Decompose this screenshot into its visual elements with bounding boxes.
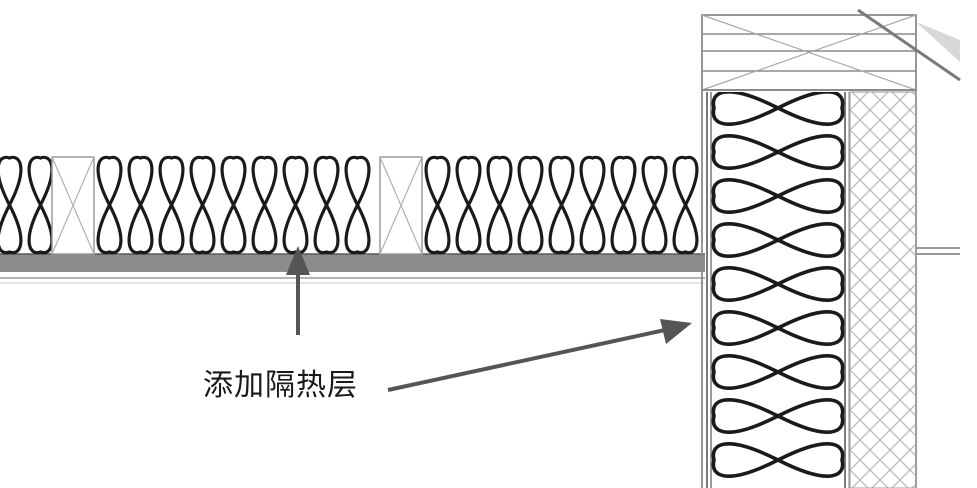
- insulation-loop: [610, 155, 637, 255]
- insulation-loop: [313, 155, 340, 255]
- insulation-loop: [158, 155, 185, 255]
- roof-edge: [857, 8, 961, 82]
- insulation-loop: [711, 354, 845, 390]
- insulation-loop: [96, 155, 123, 255]
- insulation-loop: [711, 222, 845, 258]
- insulation-loop: [0, 155, 23, 255]
- insulation-loop: [711, 178, 845, 214]
- insulation-loop: [344, 155, 371, 255]
- wall-insulation-batts: [711, 92, 845, 478]
- insulation-loop: [711, 266, 845, 302]
- arrow-to-wall-insulation: [387, 319, 692, 392]
- ceiling-joist-1: [51, 156, 95, 255]
- exterior-rail: [916, 247, 960, 255]
- insulation-loop: [251, 155, 278, 255]
- insulation-loop: [189, 155, 216, 255]
- insulation-loop: [548, 155, 575, 255]
- arrow-to-ceiling-insulation: [286, 246, 310, 335]
- insulation-loop: [127, 155, 154, 255]
- insulation-loop: [711, 310, 845, 346]
- insulation-loop: [711, 92, 845, 126]
- insulation-loop: [27, 155, 54, 255]
- insulation-loop: [579, 155, 606, 255]
- insulation-loop: [672, 155, 699, 255]
- ceiling-board: [0, 253, 705, 284]
- annotation-label: 添加隔热层: [203, 368, 358, 403]
- insulation-loop: [711, 398, 845, 434]
- insulation-loop: [641, 155, 668, 255]
- insulation-loop: [517, 155, 544, 255]
- insulation-loop: [282, 155, 309, 255]
- insulation-loop: [486, 155, 513, 255]
- ceiling-insulation-batts: [0, 155, 699, 255]
- wall-sheathing: [849, 91, 917, 488]
- insulation-loop: [711, 134, 845, 170]
- top-plate: [701, 14, 917, 91]
- insulation-loop: [711, 442, 845, 478]
- insulation-loop: [455, 155, 482, 255]
- ceiling-joist-2: [379, 156, 423, 255]
- insulation-loop: [220, 155, 247, 255]
- insulation-loop: [424, 155, 451, 255]
